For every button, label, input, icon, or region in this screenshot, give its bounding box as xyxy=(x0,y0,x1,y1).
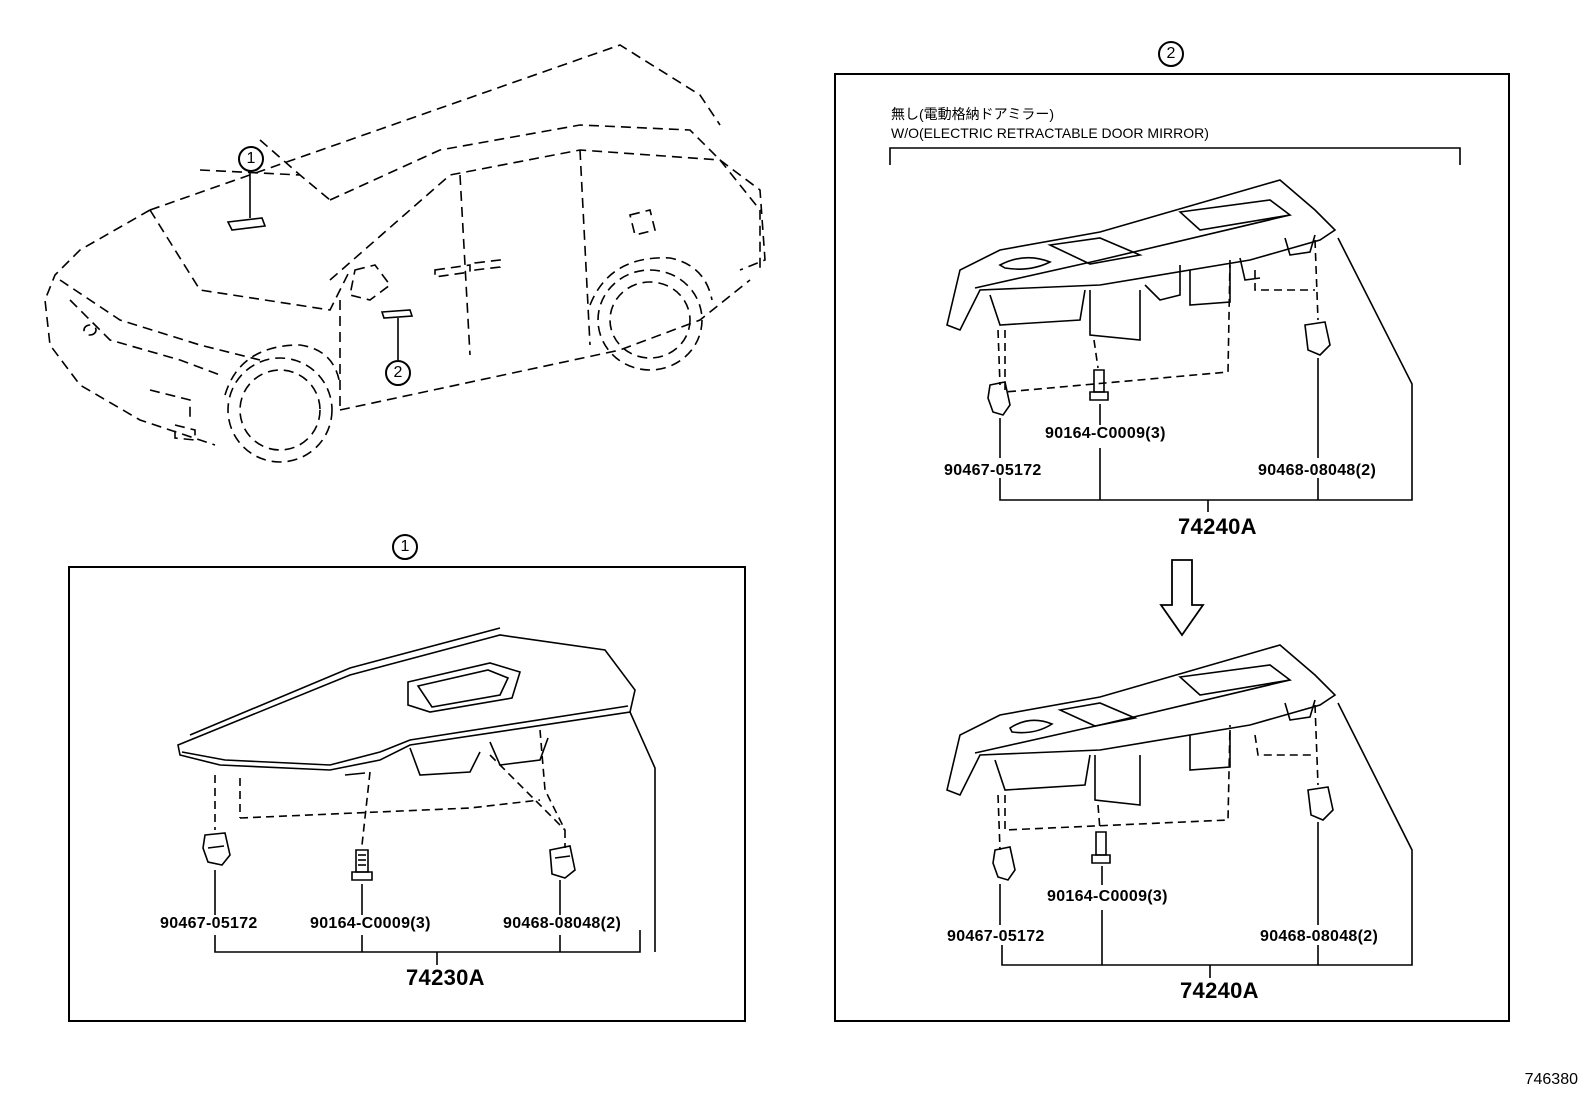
callout-2-panel: 2 xyxy=(1158,41,1184,67)
panel2-upper-part-clip2[interactable]: 90468-08048(2) xyxy=(1258,462,1377,479)
panel-1 xyxy=(68,566,746,1022)
callout-2-vehicle[interactable]: 2 xyxy=(385,360,411,386)
panel2-note-jp: 無し(電動格納ドアミラー) xyxy=(891,106,1055,122)
panel2-lower-assembly[interactable]: 74240A xyxy=(1180,978,1259,1003)
panel-2 xyxy=(834,73,1510,1022)
roof-line xyxy=(149,44,721,211)
panel2-lower-part-screw[interactable]: 90164-C0009(3) xyxy=(1047,888,1168,905)
callout-1-panel: 1 xyxy=(392,534,418,560)
panel2-lower-part-clip2[interactable]: 90468-08048(2) xyxy=(1260,928,1379,945)
panel1-part-clip[interactable]: 90467-05172 xyxy=(160,915,258,932)
panel2-upper-assembly[interactable]: 74240A xyxy=(1178,514,1257,539)
panel1-assembly[interactable]: 74230A xyxy=(406,965,485,990)
panel2-upper-part-screw[interactable]: 90164-C0009(3) xyxy=(1045,425,1166,442)
panel2-note-en: W/O(ELECTRIC RETRACTABLE DOOR MIRROR) xyxy=(891,125,1209,141)
panel2-lower-drawing xyxy=(946,644,1413,978)
callout-1-vehicle[interactable]: 1 xyxy=(238,146,264,172)
panel1-part-clip2[interactable]: 90468-08048(2) xyxy=(503,915,622,932)
panel2-upper-drawing xyxy=(946,179,1413,512)
panel2-lower-part-clip[interactable]: 90467-05172 xyxy=(947,928,1045,945)
transition-arrow xyxy=(1159,559,1205,637)
panel1-drawing xyxy=(177,627,656,965)
panel2-upper-part-clip[interactable]: 90467-05172 xyxy=(944,462,1042,479)
panel1-part-screw[interactable]: 90164-C0009(3) xyxy=(310,915,431,932)
diagram-id: 746380 xyxy=(1524,1071,1578,1088)
